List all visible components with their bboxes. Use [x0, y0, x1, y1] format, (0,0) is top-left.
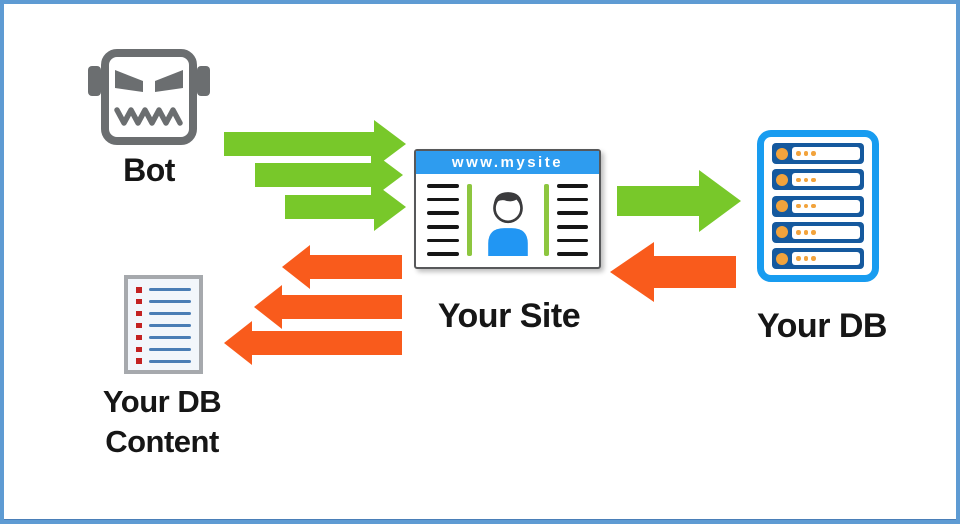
column-divider: [466, 184, 472, 256]
site-label: Your Site: [437, 297, 581, 335]
list-item: [136, 310, 191, 317]
list-item: [136, 346, 191, 353]
bullet-icon: [136, 334, 142, 341]
robot-right-ear-icon: [197, 66, 210, 96]
server-row: [772, 169, 864, 191]
bullet-icon: [136, 346, 142, 353]
db-content-label-line2: Content: [105, 424, 219, 460]
list-item: [136, 287, 191, 293]
arrow-bot-to-site-3: [285, 183, 406, 231]
arrow-site-to-db: [617, 170, 741, 232]
db-content-label: Your DB Content: [86, 382, 238, 463]
server-led-icon: [776, 173, 788, 186]
robot-left-ear-icon: [88, 66, 101, 96]
arrow-site-to-content-3: [224, 321, 402, 365]
list-item: [136, 298, 191, 305]
person-icon: [480, 184, 536, 256]
server-row: [772, 221, 864, 243]
browser-window-icon: www.mysite: [414, 149, 601, 269]
server-led-icon: [776, 200, 788, 212]
browser-url-bar: www.mysite: [416, 151, 599, 174]
server-row: [772, 143, 864, 164]
list-item: [136, 322, 191, 329]
arrow-site-to-content-2: [254, 285, 402, 329]
document-list-icon: [124, 275, 203, 374]
robot-right-eye-icon: [155, 70, 183, 92]
server-stack-icon: [757, 130, 879, 282]
server-led-icon: [776, 147, 788, 160]
bullet-icon: [136, 322, 142, 329]
server-row: [772, 195, 864, 217]
arrow-site-to-content-1: [282, 245, 402, 289]
column-divider: [543, 184, 549, 256]
robot-www-mouth-icon: [114, 107, 183, 126]
server-row: [772, 248, 864, 269]
page-text-column-left: [427, 184, 459, 256]
bullet-icon: [136, 310, 142, 317]
list-item: [136, 334, 191, 341]
robot-left-eye-icon: [115, 70, 143, 92]
db-label: Your DB: [757, 307, 887, 345]
list-item: [136, 358, 191, 364]
bot-label: Bot: [123, 152, 175, 188]
db-content-label-line1: Your DB: [102, 384, 222, 419]
browser-page-body: [416, 174, 599, 267]
bullet-icon: [136, 358, 142, 364]
page-text-column-right: [556, 184, 588, 256]
arrow-db-to-site: [610, 242, 736, 302]
bullet-icon: [136, 287, 142, 293]
angry-robot-icon: [101, 49, 197, 145]
arrow-bot-to-site-2: [255, 151, 403, 199]
robot-face-icon: [114, 70, 183, 126]
arrow-bot-to-site-1: [224, 120, 406, 168]
server-led-icon: [776, 226, 788, 239]
server-led-icon: [776, 252, 788, 265]
bullet-icon: [136, 298, 142, 305]
